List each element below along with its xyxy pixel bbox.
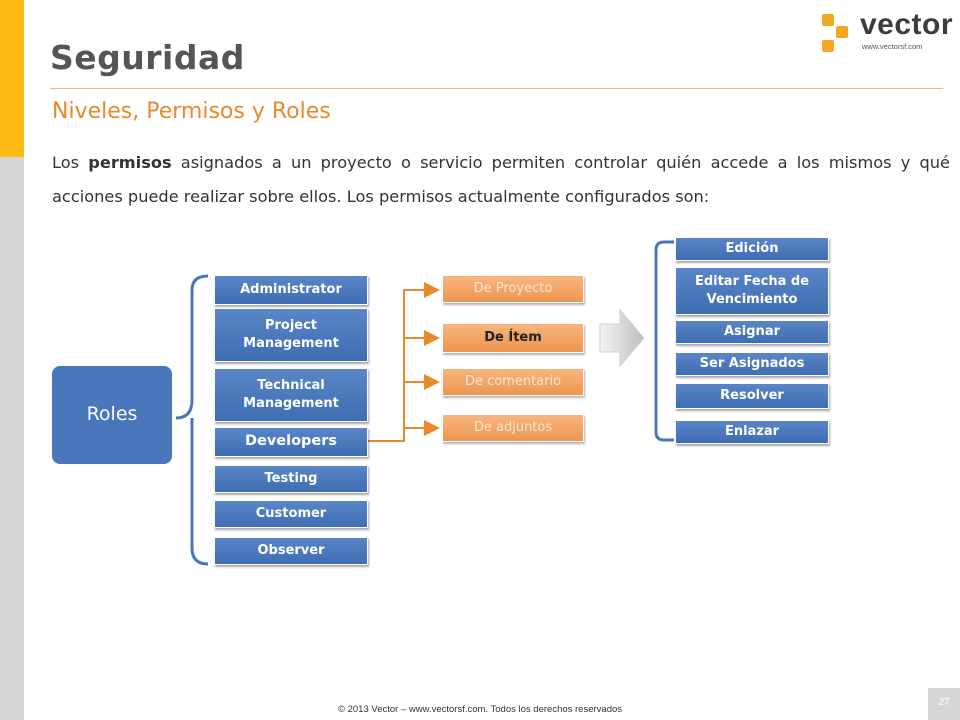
accent-bar-top (0, 0, 24, 157)
permission-de-proyecto: De Proyecto (442, 275, 584, 303)
footer-copyright: © 2013 Vector – www.vectorsf.com. Todos … (337, 704, 623, 715)
permission-de-adjuntos: De adjuntos (442, 414, 584, 442)
permission-de-item: De Ítem (442, 323, 584, 353)
role-observer: Observer (214, 537, 368, 565)
role-project-management: Project Management (214, 308, 368, 362)
body-paragraph: Los permisos asignados a un proyecto o s… (52, 146, 950, 214)
action-editar-fecha-vencimiento: Editar Fecha de Vencimiento (675, 267, 829, 315)
title-divider (50, 88, 943, 89)
logo-wordmark: vector (860, 8, 954, 41)
body-text-start: Los (52, 153, 89, 172)
role-customer: Customer (214, 500, 368, 528)
logo-url: www.vectorsf.com (862, 42, 923, 51)
role-technical-management: Technical Management (214, 368, 368, 422)
page-title: Seguridad (50, 38, 245, 77)
page-number-box (928, 688, 960, 720)
accent-bar-bottom (0, 157, 24, 720)
action-enlazar: Enlazar (675, 420, 829, 444)
body-text-end: asignados a un proyecto o servicio permi… (52, 153, 950, 206)
role-testing: Testing (214, 465, 368, 493)
vector-logo-icon (822, 14, 848, 52)
action-asignar: Asignar (675, 320, 829, 344)
page-subtitle: Niveles, Permisos y Roles (52, 99, 331, 124)
role-administrator: Administrator (214, 275, 368, 305)
page-number: 27 (938, 697, 950, 708)
roles-box: Roles (52, 366, 172, 464)
action-ser-asignados: Ser Asignados (675, 352, 829, 376)
action-edicion: Edición (675, 237, 829, 261)
role-developers: Developers (214, 427, 368, 457)
action-resolver: Resolver (675, 383, 829, 409)
permission-de-comentario: De comentario (442, 368, 584, 396)
body-text-bold: permisos (88, 153, 172, 172)
